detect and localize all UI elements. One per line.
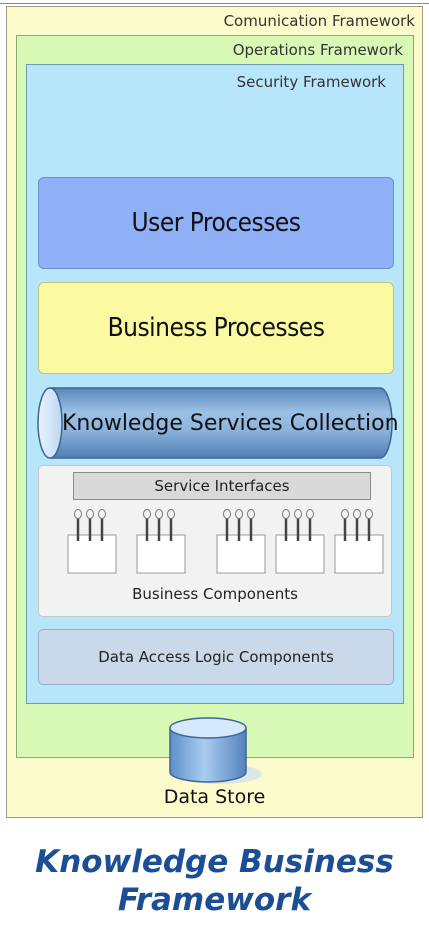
caption-line-1: Knowledge Business [35, 844, 394, 880]
knowledge-services-label: Knowledge Services Collection [62, 411, 399, 436]
business-component-icon [275, 509, 325, 574]
user-processes-label: User Processes [131, 208, 301, 238]
caption-line-2: Framework [117, 882, 312, 918]
diagram-caption: Knowledge Business Framework [0, 843, 429, 919]
business-processes-block: Business Processes [38, 282, 394, 374]
business-components-label: Business Components [132, 585, 298, 603]
data-store-icon [169, 717, 262, 784]
operations-framework-label: Operations Framework [232, 41, 403, 59]
business-component-icon [334, 509, 384, 574]
data-access-logic-block: Data Access Logic Components [38, 629, 394, 685]
data-access-logic-label: Data Access Logic Components [98, 648, 334, 666]
business-component-icon [67, 509, 117, 574]
communication-framework-label: Comunication Framework [223, 12, 415, 30]
security-framework-label: Security Framework [236, 73, 386, 91]
business-component-icon [216, 509, 266, 574]
service-interfaces-label: Service Interfaces [154, 477, 290, 495]
knowledge-services-cylinder [37, 387, 393, 459]
top-border [0, 0, 429, 4]
business-components-icons [67, 509, 384, 574]
data-store-label: Data Store [163, 786, 266, 808]
business-component-icon [136, 509, 186, 574]
service-interfaces-bar: Service Interfaces [73, 472, 371, 500]
user-processes-block: User Processes [38, 177, 394, 269]
business-processes-label: Business Processes [107, 313, 325, 343]
